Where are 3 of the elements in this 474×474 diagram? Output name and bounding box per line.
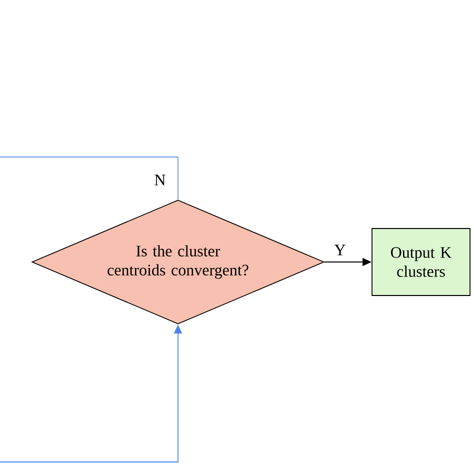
process-box: Output K clusters bbox=[372, 228, 470, 296]
edge-label: Y bbox=[334, 244, 346, 256]
edge-label: N bbox=[154, 174, 166, 186]
